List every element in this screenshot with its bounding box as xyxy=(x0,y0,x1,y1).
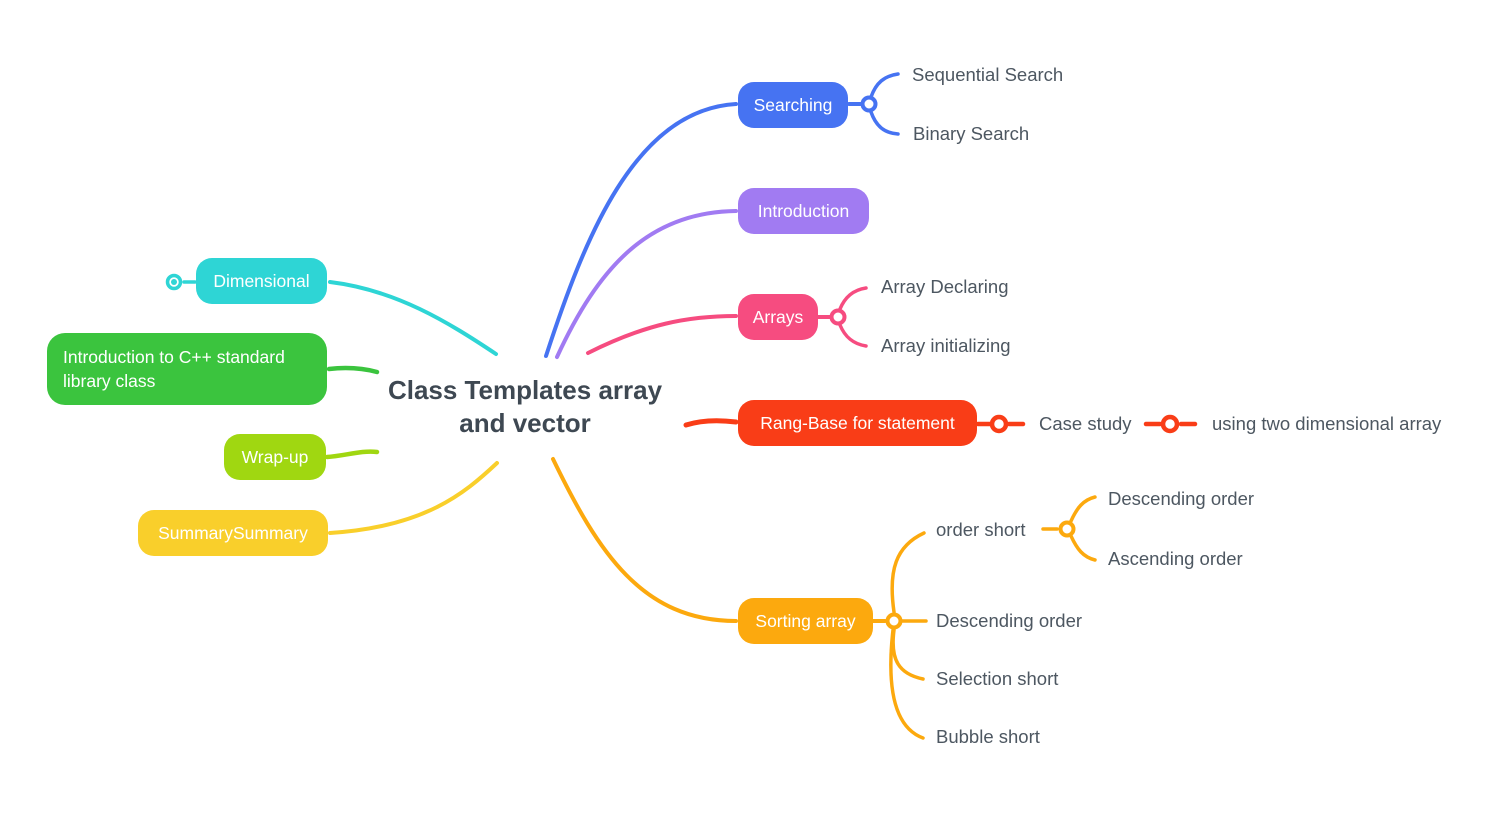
leaf-ascending-order[interactable]: Ascending order xyxy=(1108,548,1243,569)
edge-sorting-selection xyxy=(891,628,925,681)
edge-ordershort-ascending xyxy=(1069,534,1097,562)
edge-ordershort-descending xyxy=(1069,495,1097,523)
leaf-array-initializing[interactable]: Array initializing xyxy=(881,335,1011,356)
node-wrap-up[interactable]: Wrap-up xyxy=(224,434,326,480)
node-searching[interactable]: Searching xyxy=(738,82,848,128)
leaf-order-short[interactable]: order short xyxy=(936,519,1026,540)
connector-ring-ordershort[interactable] xyxy=(1058,520,1076,538)
node-rang-base-for-statement[interactable]: Rang-Base for statement xyxy=(738,400,977,446)
connector-ring-sorting[interactable] xyxy=(885,612,903,630)
edge-center-sorting xyxy=(551,457,738,623)
connector-ring-arrays[interactable] xyxy=(829,308,847,326)
leaf-selection-short[interactable]: Selection short xyxy=(936,668,1059,689)
leaf-descending-order-sub[interactable]: Descending order xyxy=(1108,488,1255,509)
central-topic[interactable]: Class Templates array and vector xyxy=(387,375,663,438)
connector-ring-casestudy[interactable] xyxy=(1160,414,1180,434)
edge-center-introcpp xyxy=(326,365,380,375)
edge-center-summary xyxy=(328,461,499,535)
leaf-binary-search[interactable]: Binary Search xyxy=(913,123,1030,144)
node-sorting-array[interactable]: Sorting array xyxy=(738,598,873,644)
leaf-bubble-short[interactable]: Bubble short xyxy=(936,726,1040,747)
edge-center-rangbase xyxy=(683,418,739,428)
node-introduction-to-cpp-standard-library-class[interactable]: Introduction to C++ standard library cla… xyxy=(47,333,327,405)
edge-searching-binary xyxy=(869,110,900,136)
edge-sorting-ordershort xyxy=(890,531,926,614)
leaf-using-two-dimensional-array[interactable]: using two dimensional array xyxy=(1212,413,1442,434)
leaf-sequential-search[interactable]: Sequential Search xyxy=(912,64,1064,85)
node-arrays[interactable]: Arrays xyxy=(738,294,818,340)
connector-ring-rangbase[interactable] xyxy=(989,414,1009,434)
edge-center-dimensional xyxy=(328,280,498,356)
leaf-case-study[interactable]: Case study xyxy=(1039,413,1132,434)
edge-center-searching xyxy=(544,102,738,358)
edge-center-wrapup xyxy=(324,449,380,460)
connector-ring-searching[interactable] xyxy=(860,95,878,113)
node-dimensional[interactable]: Dimensional xyxy=(196,258,327,304)
edge-center-introduction xyxy=(555,209,738,359)
node-summary-summary[interactable]: SummarySummary xyxy=(138,510,328,556)
leaf-array-declaring[interactable]: Array Declaring xyxy=(881,276,1009,297)
leaf-descending-order[interactable]: Descending order xyxy=(936,610,1083,631)
edge-searching-sequential xyxy=(869,72,900,99)
connector-dot-dimensional xyxy=(171,279,177,285)
edge-center-arrays xyxy=(586,314,738,355)
edge-arrays-declaring xyxy=(838,286,868,311)
node-introduction[interactable]: Introduction xyxy=(738,188,869,234)
edge-sorting-bubble xyxy=(889,628,925,740)
edge-arrays-initializing xyxy=(838,323,868,348)
